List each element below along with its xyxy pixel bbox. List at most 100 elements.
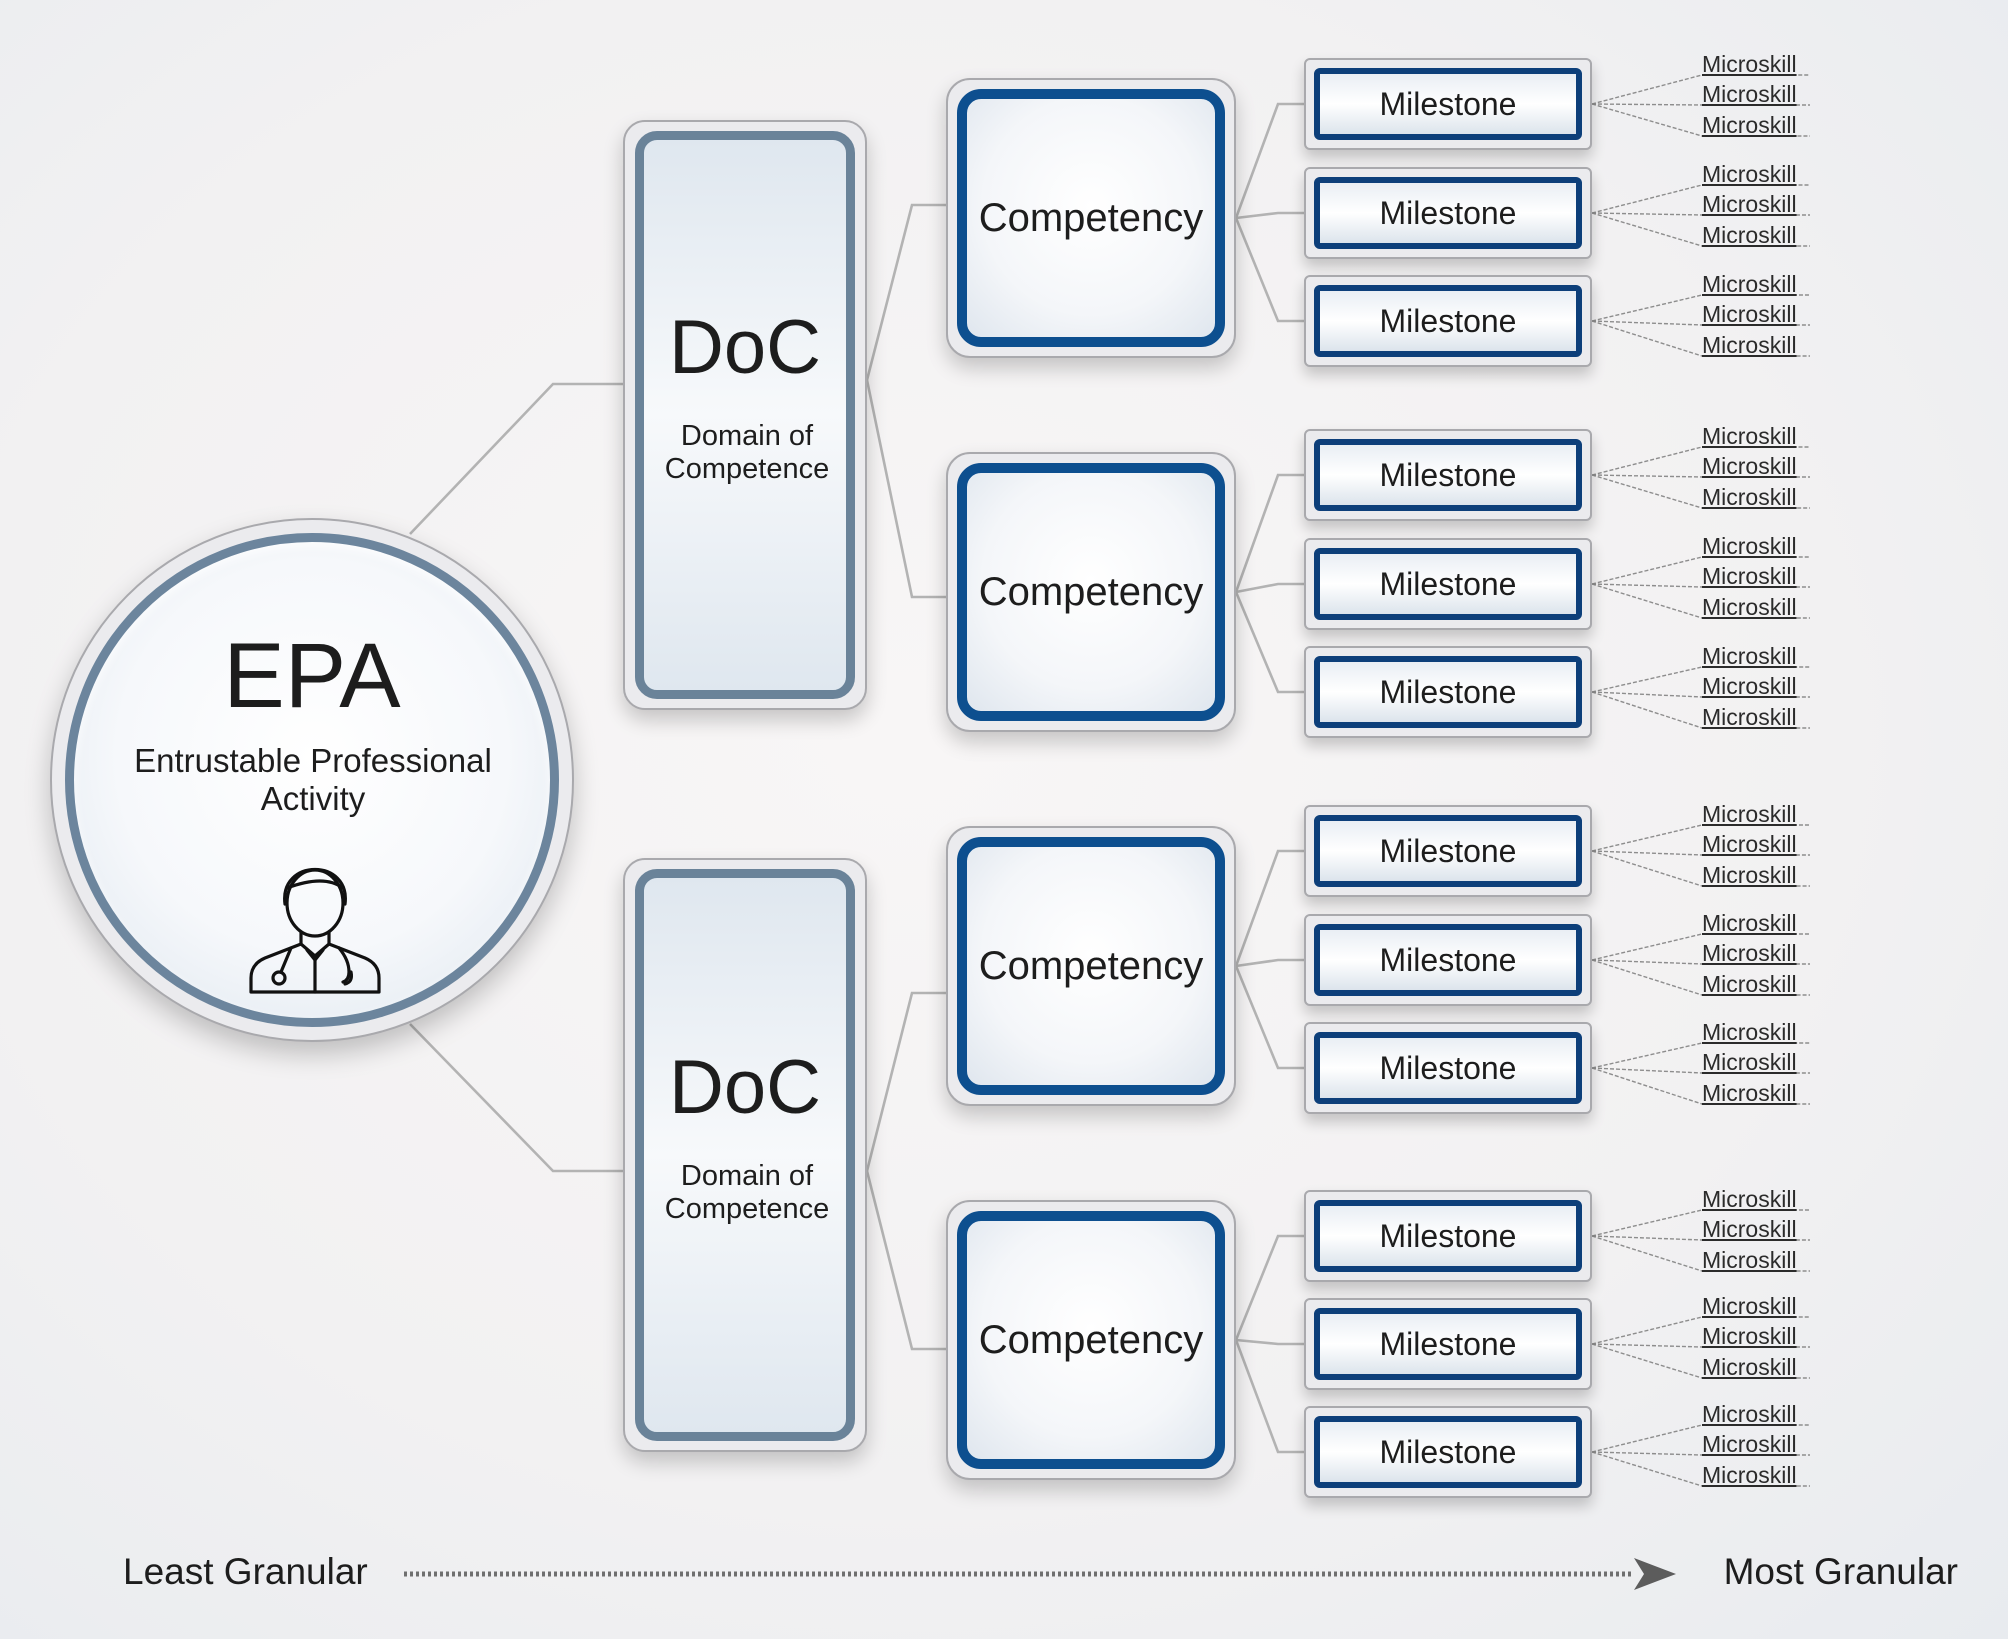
microskill-label: Microskill: [1702, 423, 1797, 449]
microskill-label: Microskill: [1702, 222, 1797, 248]
competency-milestone-connector: [1235, 582, 1305, 594]
epa-node: EPA Entrustable Professional Activity: [50, 518, 574, 1042]
milestone-microskill-connector: [1591, 1451, 1810, 1487]
milestone-microskill-connector: [1591, 1316, 1810, 1345]
microskill-label: Microskill: [1702, 1293, 1797, 1319]
milestone-microskill-connector: [1591, 1209, 1810, 1237]
milestone-label: Milestone: [1379, 1433, 1517, 1470]
milestone-microskill-connector: [1591, 824, 1810, 852]
milestone-node: Milestone: [1304, 646, 1592, 738]
milestone-microskill-connector: [1591, 691, 1810, 698]
microskill-label: Microskill: [1702, 301, 1797, 327]
doc-title: DoC: [668, 1045, 822, 1130]
microskill-label: Microskill: [1702, 910, 1797, 936]
microskill-label: Microskill: [1702, 81, 1797, 107]
competency-label: Competency: [978, 943, 1204, 988]
milestone-label: Milestone: [1379, 194, 1517, 231]
milestone-microskill-connector: [1591, 474, 1810, 478]
milestone-microskill-connector: [1591, 212, 1810, 247]
microskill-label: Microskill: [1702, 271, 1797, 297]
microskill-label: Microskill: [1702, 1354, 1797, 1380]
microskill-label: Microskill: [1702, 1431, 1797, 1457]
doc-competency-connector: [865, 203, 946, 381]
milestone-microskill-connector: [1591, 320, 1810, 357]
microskill-label: Microskill: [1702, 1247, 1797, 1273]
microskill-label: Microskill: [1702, 191, 1797, 217]
milestone-label: Milestone: [1379, 941, 1517, 978]
milestone-label: Milestone: [1379, 456, 1517, 493]
microskill-label: Microskill: [1702, 1019, 1797, 1045]
milestone-microskill-connector: [1591, 691, 1810, 729]
milestone-microskill-connector: [1591, 959, 1810, 965]
milestone-microskill-connector: [1591, 933, 1810, 961]
competency-node-3: Competency: [946, 826, 1236, 1106]
epa-doc-connector: [409, 1023, 625, 1173]
competency-milestone-connector: [1234, 473, 1305, 593]
milestone-node: Milestone: [1304, 538, 1592, 630]
doc-title: DoC: [668, 305, 822, 390]
microskill-label: Microskill: [1702, 484, 1797, 510]
microskill-label: Microskill: [1702, 1401, 1797, 1427]
milestone-microskill-connector: [1591, 103, 1810, 137]
microskill-label: Microskill: [1702, 161, 1797, 187]
milestone-microskill-connector: [1591, 1235, 1810, 1241]
competency-node-4: Competency: [946, 1200, 1236, 1480]
doc-node-2: DoC Domain of Competence: [623, 858, 867, 1452]
epa-subtitle: Entrustable Professional Activity: [134, 742, 492, 817]
milestone-microskill-connector: [1591, 583, 1810, 619]
milestone-microskill-connector: [1591, 1235, 1810, 1272]
microskill-label: Microskill: [1702, 704, 1797, 730]
milestone-node: Milestone: [1304, 805, 1592, 897]
microskill-label: Microskill: [1702, 1462, 1797, 1488]
milestone-label: Milestone: [1379, 1325, 1517, 1362]
milestone-node: Milestone: [1304, 1298, 1592, 1390]
microskill-label: Microskill: [1702, 332, 1797, 358]
competency-label: Competency: [978, 195, 1204, 240]
milestone-node: Milestone: [1304, 1406, 1592, 1498]
milestone-microskill-connector: [1591, 1067, 1810, 1105]
competency-milestone-connector: [1234, 591, 1305, 694]
milestone-label: Milestone: [1379, 85, 1517, 122]
milestone-microskill-connector: [1591, 74, 1810, 105]
milestone-microskill-connector: [1591, 320, 1810, 326]
milestone-microskill-connector: [1591, 1424, 1810, 1453]
milestone-microskill-connector: [1591, 666, 1810, 693]
milestone-microskill-connector: [1591, 1042, 1810, 1069]
microskill-label: Microskill: [1702, 1216, 1797, 1242]
milestone-microskill-connector: [1591, 1343, 1810, 1348]
milestone-label: Milestone: [1379, 302, 1517, 339]
milestone-microskill-connector: [1591, 1067, 1810, 1074]
competency-milestone-connector: [1234, 1339, 1305, 1454]
competency-milestone-connector: [1234, 849, 1305, 967]
doctor-icon: [249, 868, 381, 994]
microskill-label: Microskill: [1702, 51, 1797, 77]
competency-node-1: Competency: [946, 78, 1236, 358]
competency-label: Competency: [978, 1317, 1204, 1362]
milestone-label: Milestone: [1379, 673, 1517, 710]
doc-competency-connector: [865, 1170, 946, 1351]
microskill-label: Microskill: [1702, 1049, 1797, 1075]
competency-milestone-connector: [1234, 1234, 1305, 1341]
microskill-label: Microskill: [1702, 643, 1797, 669]
microskill-label: Microskill: [1702, 594, 1797, 620]
microskill-label: Microskill: [1702, 673, 1797, 699]
milestone-microskill-connector: [1591, 1343, 1810, 1379]
microskill-label: Microskill: [1702, 862, 1797, 888]
epa-doc-connector: [409, 382, 625, 535]
doc-subtitle: Domain of Competence: [664, 1160, 830, 1225]
microskill-label: Microskill: [1702, 801, 1797, 827]
milestone-node: Milestone: [1304, 58, 1592, 150]
competency-milestone-connector: [1235, 211, 1305, 220]
milestone-node: Milestone: [1304, 914, 1592, 1006]
competency-label: Competency: [978, 569, 1204, 614]
microskill-label: Microskill: [1702, 940, 1797, 966]
milestone-microskill-connector: [1591, 583, 1810, 588]
doc-competency-connector: [865, 379, 946, 599]
most-granular-label: Most Granular: [1723, 1551, 1958, 1592]
milestone-microskill-connector: [1591, 446, 1810, 476]
microskill-label: Microskill: [1702, 1323, 1797, 1349]
milestone-node: Milestone: [1304, 1190, 1592, 1282]
competency-milestone-connector: [1235, 958, 1305, 968]
epa-title: EPA: [223, 625, 401, 727]
